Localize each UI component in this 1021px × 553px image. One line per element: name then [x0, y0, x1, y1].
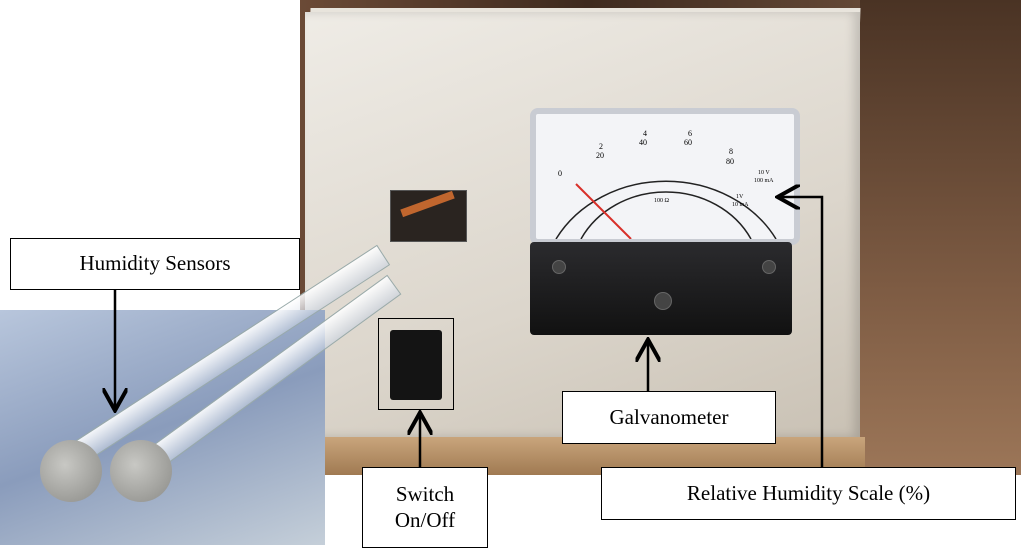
screw [552, 260, 566, 274]
svg-text:60: 60 [684, 138, 692, 147]
sensor-cap [40, 440, 102, 502]
switch-highlight-frame [378, 318, 454, 410]
power-switch [390, 330, 442, 400]
svg-text:2: 2 [599, 142, 603, 151]
label-humidity-sensors: Humidity Sensors [10, 238, 300, 290]
svg-text:100 Ω: 100 Ω [654, 198, 670, 204]
label-humidity-scale: Relative Humidity Scale (%) [601, 467, 1016, 520]
svg-text:10 V: 10 V [758, 170, 770, 176]
svg-text:4: 4 [643, 129, 647, 138]
screw [762, 260, 776, 274]
label-switch-line1: Switch [395, 482, 455, 507]
svg-text:6: 6 [688, 129, 692, 138]
svg-text:8: 8 [729, 147, 733, 156]
galvanometer-base [530, 242, 792, 335]
svg-text:100 mA: 100 mA [754, 178, 774, 184]
needle [575, 183, 632, 240]
galvanometer-face: 0 2 4 6 8 20 40 60 80 10 V 100 mA 100 Ω … [530, 108, 800, 245]
svg-text:20: 20 [596, 151, 604, 160]
scale-arrow [780, 197, 824, 467]
sensor-container [0, 310, 325, 545]
wall [860, 0, 1021, 475]
svg-text:1V: 1V [736, 194, 744, 200]
label-galvanometer: Galvanometer [562, 391, 776, 444]
label-switch: Switch On/Off [362, 467, 488, 548]
svg-text:0: 0 [558, 169, 562, 178]
svg-text:10 mA: 10 mA [732, 202, 749, 208]
adjust-screw [654, 292, 672, 310]
sensor-cap [110, 440, 172, 502]
label-switch-line2: On/Off [394, 507, 456, 532]
svg-text:80: 80 [726, 157, 734, 166]
svg-text:40: 40 [639, 138, 647, 147]
